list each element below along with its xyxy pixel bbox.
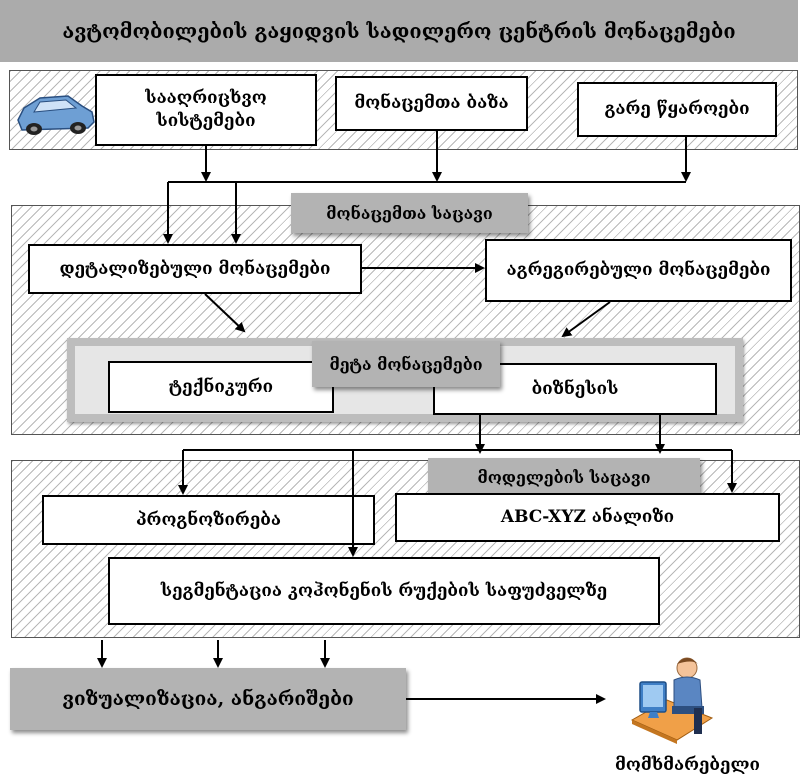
business-box: ბიზნესის	[433, 363, 717, 415]
external-sources-box: გარე წყაროები	[577, 82, 777, 137]
segmentation-box: სეგმენტაცია კოჰონენის რუქების საფუძველზე	[108, 557, 660, 625]
abc-xyz-analysis-box: ABC-XYZ ანალიზი	[395, 493, 780, 542]
header-title: ავტომობილების გაყიდვის სადილერო ცენტრის …	[0, 0, 798, 62]
detailed-data-box: დეტალიზებული მონაცემები	[28, 244, 362, 294]
user-at-computer-icon	[612, 650, 722, 745]
model-store-title: მოდელების საცავი	[428, 458, 700, 496]
user-label: მომხმარებელი	[615, 755, 760, 775]
technical-box: ტექნიკური	[108, 361, 334, 413]
visualization-reports: ვიზუალიზაცია, ანგარიშები	[10, 668, 406, 730]
data-warehouse-title: მონაცემთა საცავი	[291, 193, 528, 233]
database-box: მონაცემთა ბაზა	[335, 76, 528, 131]
metadata-title: მეტა მონაცემები	[312, 341, 500, 387]
aggregated-data-box: აგრეგირებული მონაცემები	[485, 239, 792, 302]
accounting-systems-box: სააღრიცხვო სისტემები	[95, 74, 317, 146]
car-icon	[10, 86, 98, 141]
forecasting-box: პროგნოზირება	[42, 495, 375, 545]
